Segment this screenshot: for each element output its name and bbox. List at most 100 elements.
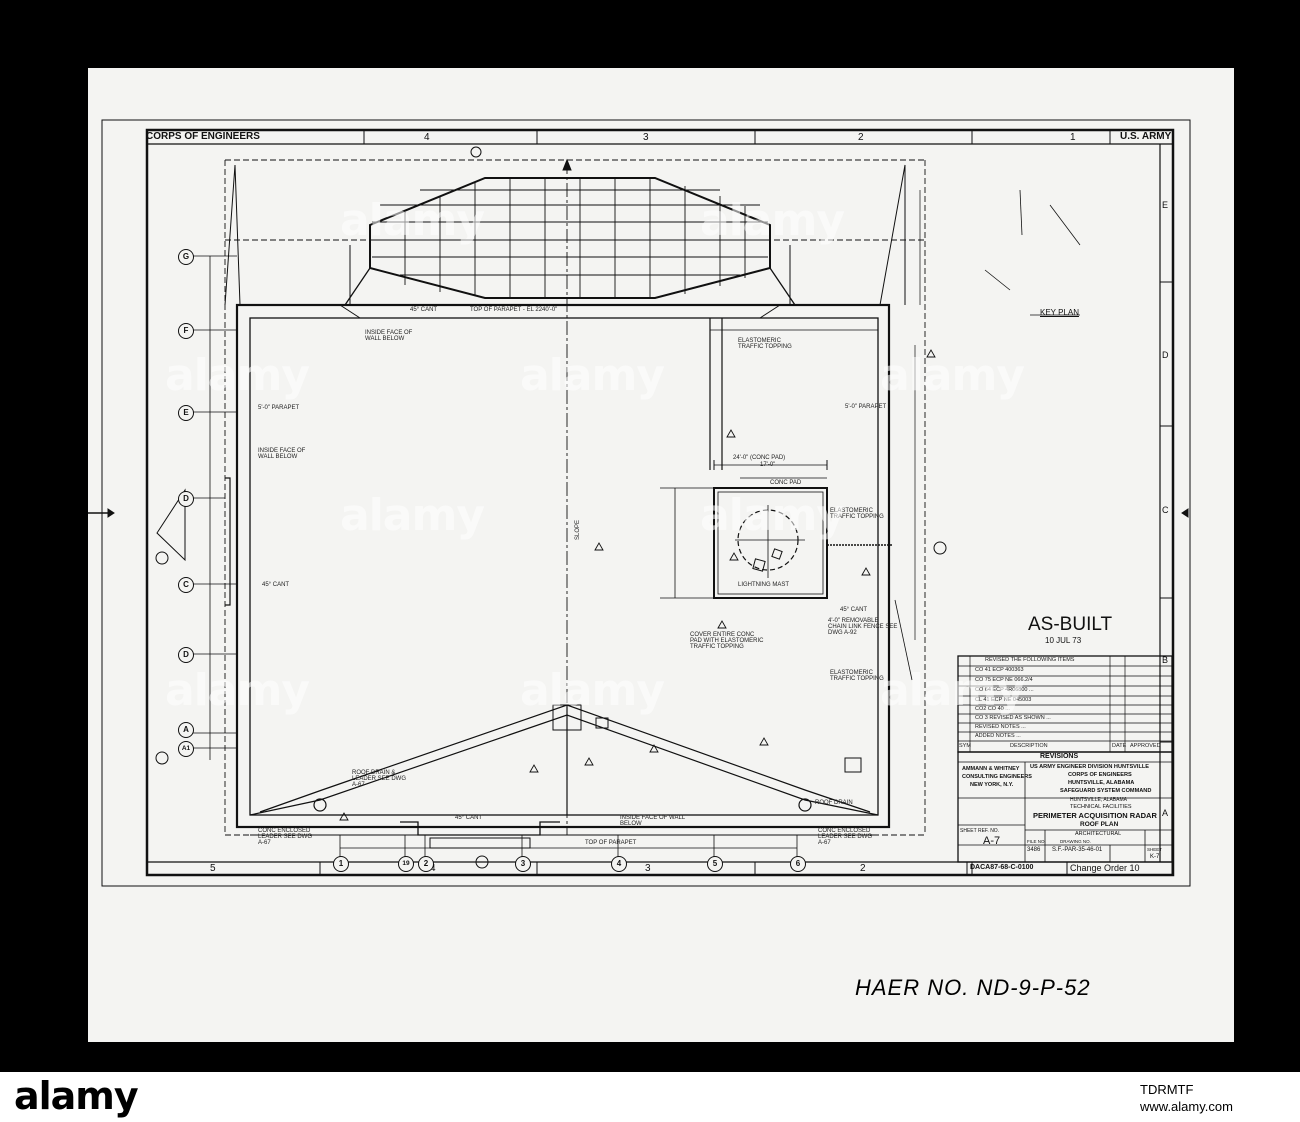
grid-bubble-2: 2 <box>418 856 434 872</box>
revision-row: CO 64 ECP 4R06800 ... <box>975 687 1034 693</box>
note-slope: SLOPE <box>575 519 581 540</box>
note-cant: 45° CANT <box>840 607 868 613</box>
note-roof-drain: ROOF DRAIN & LEADER SEE DWG A-67 <box>352 770 407 788</box>
haer-number: HAER NO. ND-9-P-52 <box>855 975 1091 1000</box>
grid-bubble-d: D <box>178 491 194 507</box>
grid-bubble-4: 4 <box>611 856 627 872</box>
dim-17: 17'-0" <box>760 462 776 468</box>
revision-row: CO2 CO 40 ... <box>975 706 1010 712</box>
grid-bubble-a1: A1 <box>178 741 194 757</box>
revision-row: REVISED NOTES ... <box>975 724 1026 730</box>
border-label-top-left: CORPS OF ENGINEERS <box>146 131 260 142</box>
grid-bubble-6: 6 <box>790 856 806 872</box>
firm-name: AMMANN & WHITNEY <box>962 766 1020 772</box>
row-label-right: C <box>1162 505 1169 515</box>
note-elastomeric: ELASTOMERIC TRAFFIC TOPPING <box>830 508 884 520</box>
revision-row: CO 41 ECP 400363 <box>975 667 1024 673</box>
note-inside-face: INSIDE FACE OF WALL BELOW <box>258 448 306 460</box>
note-inside-face: INSIDE FACE OF WALL BELOW <box>620 815 685 827</box>
sheet-label: SHEET <box>1147 847 1163 852</box>
watermark: alamy <box>520 665 665 716</box>
revision-header-sym: SYM <box>959 743 971 749</box>
row-label-right: A <box>1162 808 1169 818</box>
border-label-top-right: U.S. ARMY <box>1120 131 1172 142</box>
watermark: alamy <box>700 490 845 541</box>
revision-row: REVISED THE FOLLOWING ITEMS <box>985 657 1075 663</box>
note-roof-drain-label: ROOF DRAIN <box>815 800 853 806</box>
agency-name: US ARMY ENGINEER DIVISION HUNTSVILLE <box>1030 764 1150 770</box>
drawing-no: S.F.-PAR-35-46-01 <box>1052 847 1103 853</box>
firm-line2: CONSULTING ENGINEERS <box>962 774 1032 780</box>
note-conc-pad: CONC PAD <box>770 480 802 486</box>
dim-24: 24'-0" (CONC PAD) <box>733 455 786 461</box>
watermark: alamy <box>880 665 1025 716</box>
revisions-title: REVISIONS <box>1040 753 1079 760</box>
grid-bubble-g: G <box>178 249 194 265</box>
note-cant: 45° CANT <box>455 815 483 821</box>
grid-bubble-a: A <box>178 722 194 738</box>
col-label-top: 4 <box>424 132 430 143</box>
grid-bubble-19: 19 <box>398 856 414 872</box>
note-parapet-top: TOP OF PARAPET - EL 2240'-0" <box>470 307 558 313</box>
col-label-bottom: 4 <box>430 863 436 874</box>
grid-bubble-5: 5 <box>707 856 723 872</box>
col-label-top: 1 <box>1070 132 1076 143</box>
contract-serial: DACA87-68-C-0100 <box>970 864 1034 871</box>
watermark: alamy <box>340 490 485 541</box>
grid-bubble-d2: D <box>178 647 194 663</box>
note-cant: 45° CANT <box>262 582 290 588</box>
grid-bubble-e: E <box>178 405 194 421</box>
col-label-top: 3 <box>643 132 649 143</box>
note-elastomeric: ELASTOMERIC TRAFFIC TOPPING <box>830 670 884 682</box>
row-label-right: B <box>1162 655 1169 665</box>
watermark: alamy <box>880 350 1025 401</box>
note-elastomeric: ELASTOMERIC TRAFFIC TOPPING <box>738 338 792 350</box>
revision-header-approved: APPROVED <box>1130 743 1161 749</box>
footer-logo: alamy <box>14 1074 139 1118</box>
command-name: SAFEGUARD SYSTEM COMMAND <box>1060 788 1152 794</box>
change-order: Change Order 10 <box>1070 863 1140 873</box>
note-cant: 45° CANT <box>410 307 438 313</box>
revision-row: CO 75 ECP NE 066.2/4 <box>975 677 1033 683</box>
footer-bar <box>0 1072 1300 1122</box>
sheet-no: K-7 <box>1150 854 1160 860</box>
col-label-bottom: 2 <box>860 863 866 874</box>
row-label-right: D <box>1162 350 1169 360</box>
as-built-date: 10 JUL 73 <box>1045 636 1082 645</box>
sheet-ref: A-7 <box>983 835 1001 847</box>
category: TECHNICAL FACILITIES <box>1070 804 1132 810</box>
watermark: alamy <box>165 350 310 401</box>
sheet-ref-label: SHEET REF. NO. <box>960 828 1000 834</box>
revision-row: CO 3 REVISED AS SHOWN ... <box>975 715 1051 721</box>
note-cover-pad: COVER ENTIRE CONC PAD WITH ELASTOMERIC T… <box>690 632 764 650</box>
col-label-bottom: 5 <box>210 863 216 874</box>
file-no-label: FILE NO. <box>1027 839 1046 844</box>
command-location: HUNTSVILLE, ALABAMA <box>1070 797 1127 803</box>
watermark: alamy <box>520 350 665 401</box>
revision-header-desc: DESCRIPTION <box>1010 743 1048 749</box>
note-parapet: 5'-0" PARAPET <box>258 405 300 411</box>
col-label-top: 2 <box>858 132 864 143</box>
note-top-parapet: TOP OF PARAPET <box>585 840 637 846</box>
grid-bubble-3: 3 <box>515 856 531 872</box>
agency-line3: HUNTSVILLE, ALABAMA <box>1068 780 1135 786</box>
file-no: 3486 <box>1027 847 1041 853</box>
note-inside-face: INSIDE FACE OF WALL BELOW <box>365 330 413 342</box>
grid-bubble-f: F <box>178 323 194 339</box>
as-built-stamp: AS-BUILT <box>1028 614 1113 635</box>
grid-bubble-c: C <box>178 577 194 593</box>
revision-row: CL 41 ECP NE 045003 <box>975 697 1032 703</box>
revision-header-date: DATE <box>1112 743 1127 749</box>
footer-image-id: TDRMTF <box>1140 1082 1194 1097</box>
agency-line2: CORPS OF ENGINEERS <box>1068 772 1132 778</box>
drawing-title: ROOF PLAN <box>1080 821 1119 828</box>
note-lightning-mast: LIGHTNING MAST <box>738 582 790 588</box>
key-plan-label: KEY PLAN <box>1040 308 1079 317</box>
drawing-no-label: DRAWING NO. <box>1060 839 1091 844</box>
col-label-bottom: 3 <box>645 863 651 874</box>
project-title: PERIMETER ACQUISITION RADAR <box>1033 811 1157 820</box>
footer-url: www.alamy.com <box>1140 1099 1233 1114</box>
note-conc-leader: CONC ENCLOSED LEADER SEE DWG A-67 <box>818 828 873 846</box>
discipline: ARCHITECTURAL <box>1075 831 1122 837</box>
